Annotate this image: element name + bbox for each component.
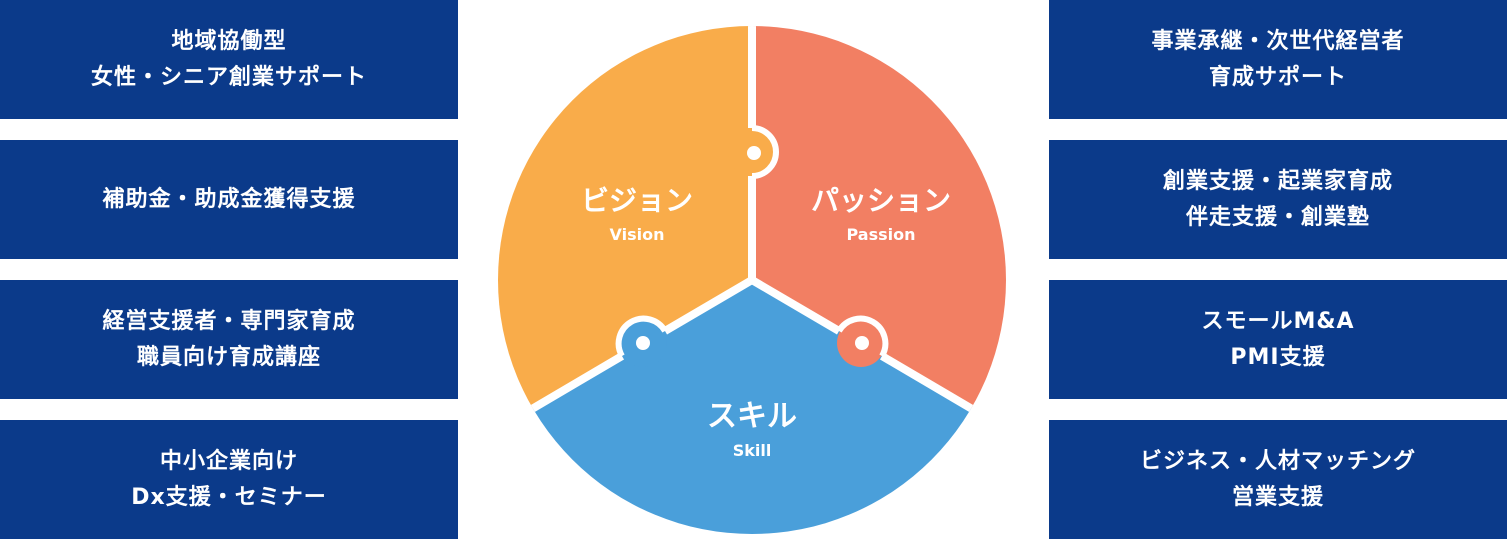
card-line: Dx支援・セミナー	[131, 484, 327, 510]
card-line: 中小企業向け	[159, 448, 298, 474]
card-line: 女性・シニア創業サポート	[90, 64, 367, 90]
card-line: 地域協働型	[171, 28, 287, 54]
card-line: 経営支援者・専門家育成	[102, 308, 356, 334]
passion-subtitle: Passion	[846, 225, 915, 244]
service-card-subsidy-support: 補助金・助成金獲得支援	[0, 140, 458, 259]
skill-piece	[498, 280, 1006, 534]
card-line: スモールM&A	[1201, 308, 1355, 334]
service-card-succession-support: 事業承継・次世代経営者 育成サポート	[1049, 0, 1507, 119]
service-card-regional-startup-support: 地域協働型 女性・シニア創業サポート	[0, 0, 458, 119]
card-line: 育成サポート	[1208, 64, 1347, 90]
card-line: 事業承継・次世代経営者	[1151, 28, 1405, 54]
card-line: 補助金・助成金獲得支援	[102, 186, 356, 212]
service-card-entrepreneur-support: 創業支援・起業家育成 伴走支援・創業塾	[1049, 140, 1507, 259]
card-line: PMI支援	[1230, 344, 1326, 370]
service-card-dx-seminar: 中小企業向け Dx支援・セミナー	[0, 420, 458, 539]
card-line: 営業支援	[1231, 484, 1324, 510]
skill-subtitle: Skill	[733, 441, 772, 460]
card-line: ビジネス・人材マッチング	[1139, 448, 1416, 474]
skill-title: スキル	[707, 399, 797, 434]
card-line: 創業支援・起業家育成	[1162, 168, 1393, 194]
skill-dot	[636, 336, 650, 350]
vision-piece	[498, 26, 752, 470]
vision-subtitle: Vision	[610, 225, 665, 244]
card-line: 職員向け育成講座	[136, 344, 321, 370]
service-card-small-ma: スモールM&A PMI支援	[1049, 280, 1507, 399]
passion-piece	[752, 26, 1006, 470]
vision-title: ビジョン	[581, 184, 693, 217]
service-card-expert-training: 経営支援者・専門家育成 職員向け育成講座	[0, 280, 458, 399]
passion-dot	[855, 336, 869, 350]
service-card-business-matching: ビジネス・人材マッチング 営業支援	[1049, 420, 1507, 539]
vision-dot	[747, 146, 761, 160]
card-line: 伴走支援・創業塾	[1185, 204, 1370, 230]
passion-title: パッション	[811, 184, 951, 217]
